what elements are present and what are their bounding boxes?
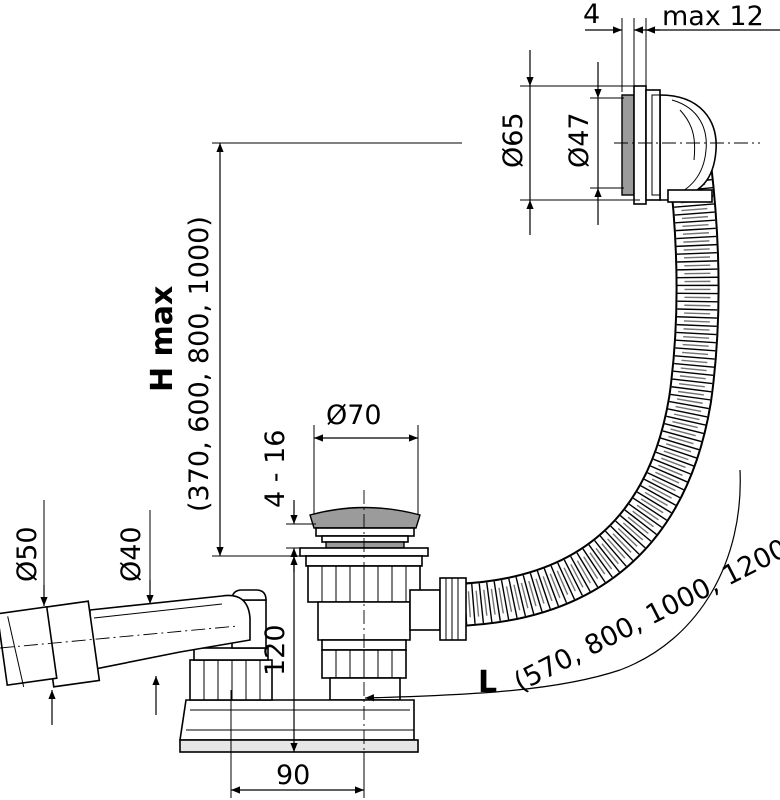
hose-connector-overflow bbox=[667, 189, 713, 203]
label-wall-max: max 12 bbox=[662, 1, 764, 32]
label-overflow-outer-diameter: Ø65 bbox=[498, 112, 529, 168]
label-trap-offset: 90 bbox=[276, 760, 310, 791]
overflow-head bbox=[621, 85, 717, 205]
dim-trap-height bbox=[286, 555, 310, 753]
valve-side-inlet bbox=[409, 577, 467, 641]
label-flange-thickness: 4 bbox=[583, 0, 600, 30]
label-height-max: H max bbox=[145, 286, 180, 392]
dim-outlet-inner bbox=[146, 510, 160, 715]
label-height-values: (370, 600, 800, 1000) bbox=[184, 216, 215, 512]
dim-height bbox=[212, 142, 462, 557]
outlet-pipe bbox=[0, 594, 251, 688]
label-overflow-inner-diameter: Ø47 bbox=[564, 112, 595, 168]
label-trap-height: 120 bbox=[260, 624, 291, 676]
label-waste-diameter: Ø70 bbox=[326, 400, 382, 431]
label-length: L bbox=[478, 665, 497, 700]
dim-waste-diameter bbox=[313, 425, 419, 514]
label-plug-travel: 4 - 16 bbox=[260, 430, 291, 508]
dim-outlet-outer bbox=[40, 500, 56, 725]
trap-base bbox=[179, 699, 419, 753]
dim-top bbox=[585, 18, 780, 92]
label-outlet-outer-diameter: Ø50 bbox=[12, 526, 43, 582]
dim-overflow-diameters bbox=[520, 50, 640, 235]
dim-length bbox=[364, 469, 741, 702]
flexible-hose bbox=[454, 162, 720, 627]
overflow-grille bbox=[621, 94, 635, 196]
dim-trap-offset bbox=[230, 690, 365, 798]
label-length-values: (570, 800, 1000, 1200) bbox=[509, 528, 780, 698]
plug-cap bbox=[309, 506, 421, 529]
label-outlet-inner-diameter: Ø40 bbox=[116, 526, 147, 582]
axis-lines bbox=[0, 142, 760, 790]
